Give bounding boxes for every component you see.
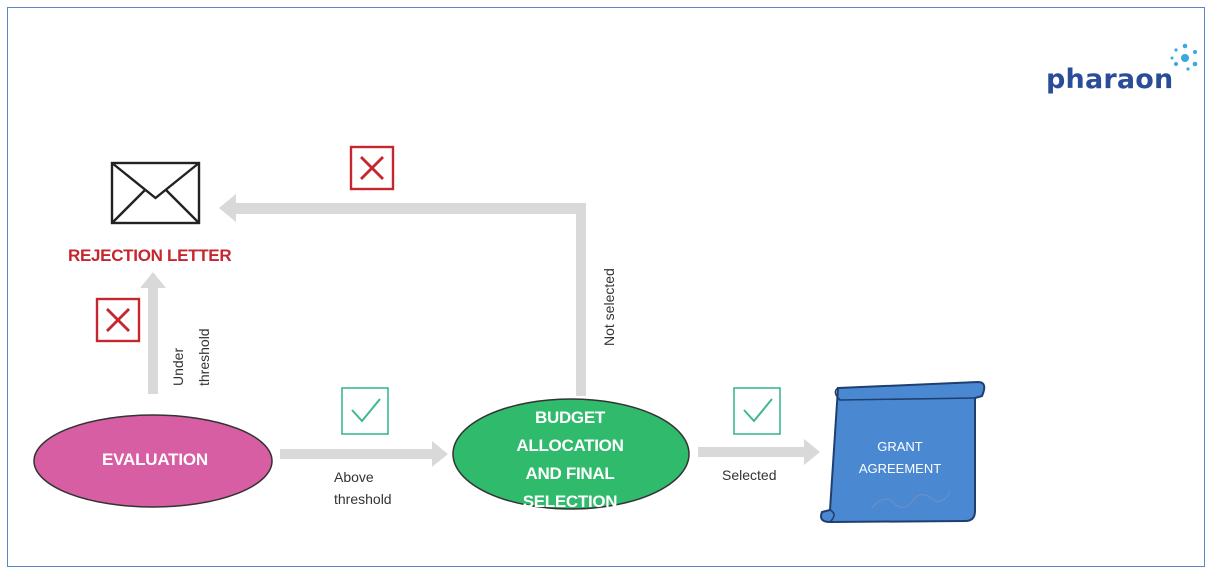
budget-label-line: BUDGET (535, 408, 605, 427)
above-threshold-label: Above threshold (334, 466, 392, 510)
evaluation-label: EVALUATION (102, 450, 208, 469)
budget-node (452, 398, 690, 510)
accept-icon-selected (733, 387, 781, 435)
arrow-not-selected-vertical (576, 206, 586, 396)
reject-icon-left (95, 297, 141, 343)
arrow-not-selected-horizontal (234, 203, 586, 214)
envelope-icon (110, 161, 201, 225)
budget-label-line: AND FINAL (525, 464, 615, 483)
arrow-above-threshold-shaft (280, 449, 432, 459)
above-threshold-line: threshold (334, 491, 392, 507)
accept-icon-above-threshold (341, 387, 389, 435)
above-threshold-line: Above (334, 469, 374, 485)
selected-label: Selected (722, 467, 777, 483)
rejection-letter-title: REJECTION LETTER (68, 246, 232, 265)
grant-agreement-scroll (820, 380, 986, 524)
evaluation-node (33, 414, 273, 508)
signature-scribble (871, 491, 951, 509)
budget-label-line: ALLOCATION (516, 436, 624, 455)
arrow-selected-shaft (698, 447, 804, 457)
arrows (140, 194, 820, 467)
budget-label-line: SELECTION (522, 492, 618, 511)
under-threshold-label-line1: Under (170, 347, 186, 386)
arrow-under-threshold-head (140, 272, 166, 288)
reject-icon-top (349, 145, 395, 191)
arrow-under-threshold-shaft (148, 288, 158, 394)
arrow-selected-head (804, 439, 820, 465)
grant-agreement-label: GRANT AGREEMENT (840, 436, 960, 480)
under-threshold-label-line2: threshold (196, 328, 212, 386)
grant-label-line: GRANT (877, 439, 923, 454)
arrow-not-selected-head (219, 194, 236, 222)
grant-label-line: AGREEMENT (858, 461, 942, 476)
arrow-above-threshold-head (432, 441, 448, 467)
not-selected-label: Not selected (601, 268, 617, 346)
pharaon-logo-text: pharaon (1046, 64, 1174, 95)
pharaon-logo-sparkle-icon (1170, 43, 1198, 71)
budget-label: BUDGET ALLOCATION AND FINAL SELECTION (470, 404, 670, 516)
